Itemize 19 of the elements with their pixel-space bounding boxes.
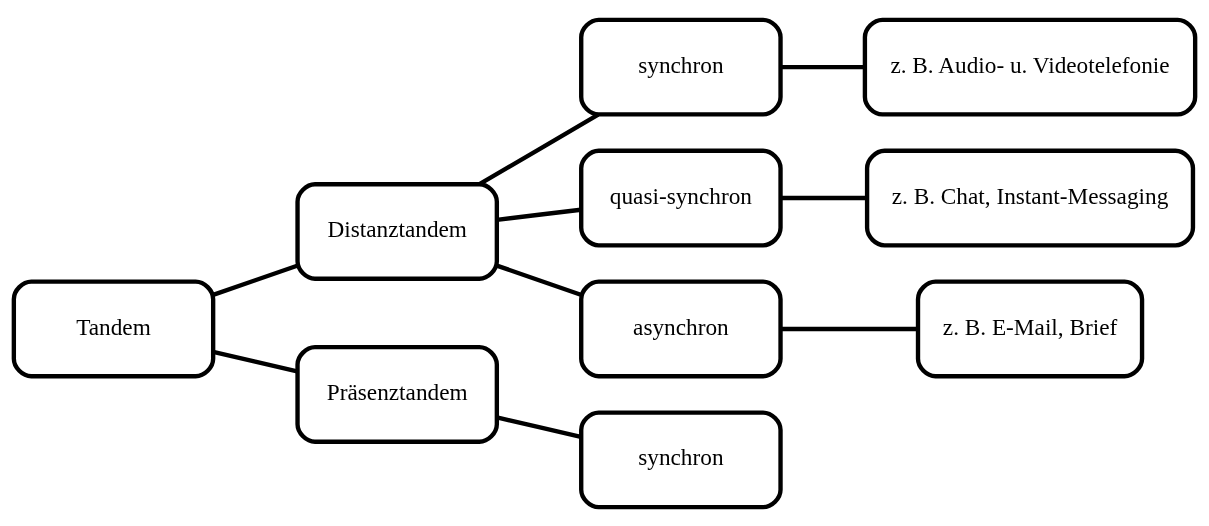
- connector: [780, 64, 865, 69]
- node-box: z. B. E-Mail, Brief: [915, 279, 1145, 378]
- node-box: Tandem: [11, 279, 216, 378]
- connector: [212, 349, 298, 374]
- node-box: asynchron: [579, 279, 783, 378]
- connector: [780, 326, 918, 331]
- connector: [478, 112, 600, 186]
- node-box: synchron: [579, 17, 783, 117]
- connector: [780, 195, 867, 200]
- connector: [496, 207, 582, 222]
- node-box: Distanztandem: [295, 181, 499, 281]
- node-box: z. B. Chat, Instant-Messaging: [864, 148, 1196, 247]
- connector: [496, 263, 582, 297]
- connector: [212, 263, 298, 297]
- node-box: synchron: [579, 409, 783, 509]
- node-box: z. B. Audio- u. Videotelefonie: [862, 17, 1198, 117]
- node-box: Präsenztandem: [295, 344, 499, 444]
- connector: [496, 414, 582, 439]
- node-box: quasi-synchron: [579, 148, 783, 247]
